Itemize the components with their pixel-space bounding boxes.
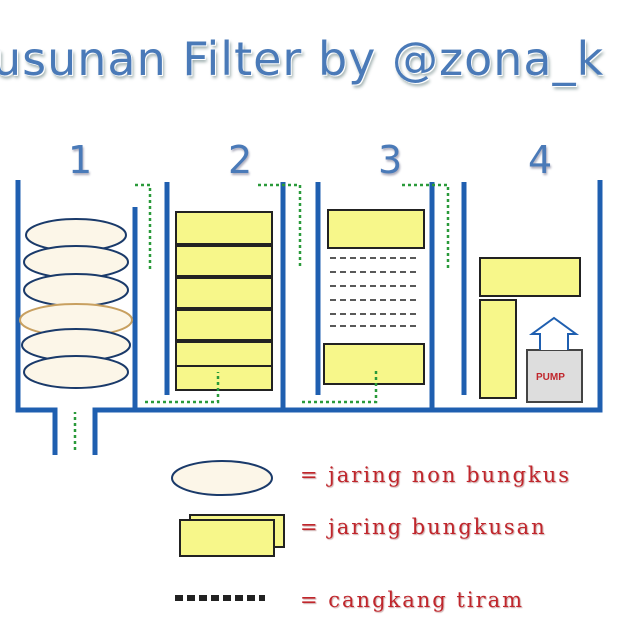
tank-walls: [15, 180, 603, 455]
legend-label-non-wrapped: = jaring non bungkus: [300, 463, 572, 487]
chamber-4-media: [479, 257, 581, 399]
chamber-2-wrapped-nets: [175, 211, 273, 391]
legend-label-wrapped: = jaring bungkusan: [300, 515, 547, 539]
oyster-shells: [330, 257, 420, 327]
diagram-title: usunan Filter by @zona_k: [0, 32, 605, 86]
wrapped-net-icon: [179, 519, 275, 557]
chamber-number-4: 4: [528, 138, 553, 182]
flow-arrows: [73, 183, 450, 450]
chamber-3-media: [323, 209, 425, 385]
chamber-number-2: 2: [228, 138, 253, 182]
legend-icons: [171, 460, 285, 601]
legend-label-oyster: = cangkang tiram: [300, 588, 525, 612]
chamber-number-1: 1: [68, 138, 93, 182]
pump: [526, 316, 583, 403]
cloud-net-icon: [171, 460, 273, 496]
chamber-1-cloud-nets: [19, 218, 133, 389]
chamber-number-3: 3: [378, 138, 403, 182]
pump-label: PUMP: [536, 372, 565, 383]
